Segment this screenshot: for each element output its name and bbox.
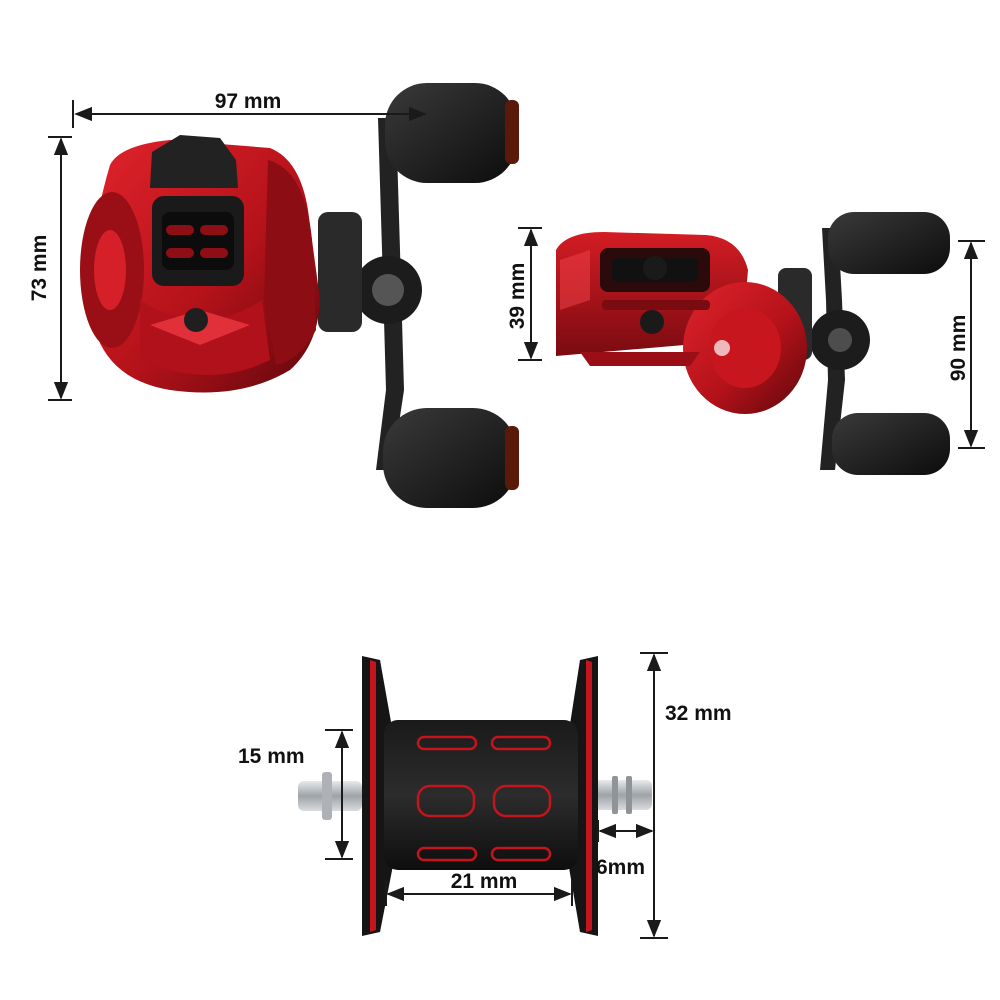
side-handle-span-dimension: 90 mm	[947, 240, 985, 449]
spool-shaft-width-dimension: 15 mm	[238, 729, 353, 860]
spool-height-dimension: 32 mm	[640, 652, 732, 939]
side-body-height-label: 39 mm	[506, 263, 529, 330]
reel-front-view	[80, 83, 519, 508]
front-height-dimension: 73 mm	[28, 136, 72, 401]
front-height-label: 73 mm	[28, 235, 51, 302]
spool-arbor-width-dimension: 21 mm	[385, 870, 573, 906]
side-handle-span-label: 90 mm	[947, 315, 970, 382]
spool-height-label: 32 mm	[665, 702, 732, 725]
spool-shaft-length-dimension: 6mm	[596, 820, 654, 879]
side-upper-knob	[828, 212, 950, 274]
spool	[298, 656, 652, 936]
reel-side-view	[556, 212, 950, 475]
upper-knob	[385, 83, 517, 183]
front-width-dimension: 97 mm	[72, 90, 427, 128]
side-lower-knob	[832, 413, 950, 475]
right-shaft	[590, 780, 652, 810]
spool-shaft-width-label: 15 mm	[238, 745, 305, 768]
spool-arbor	[384, 720, 578, 870]
spool-shaft-length-label: 6mm	[596, 856, 645, 879]
spool-arbor-width-label: 21 mm	[451, 870, 518, 893]
lower-knob	[383, 408, 517, 508]
front-width-label: 97 mm	[215, 90, 282, 113]
side-body-height-dimension: 39 mm	[506, 227, 542, 361]
